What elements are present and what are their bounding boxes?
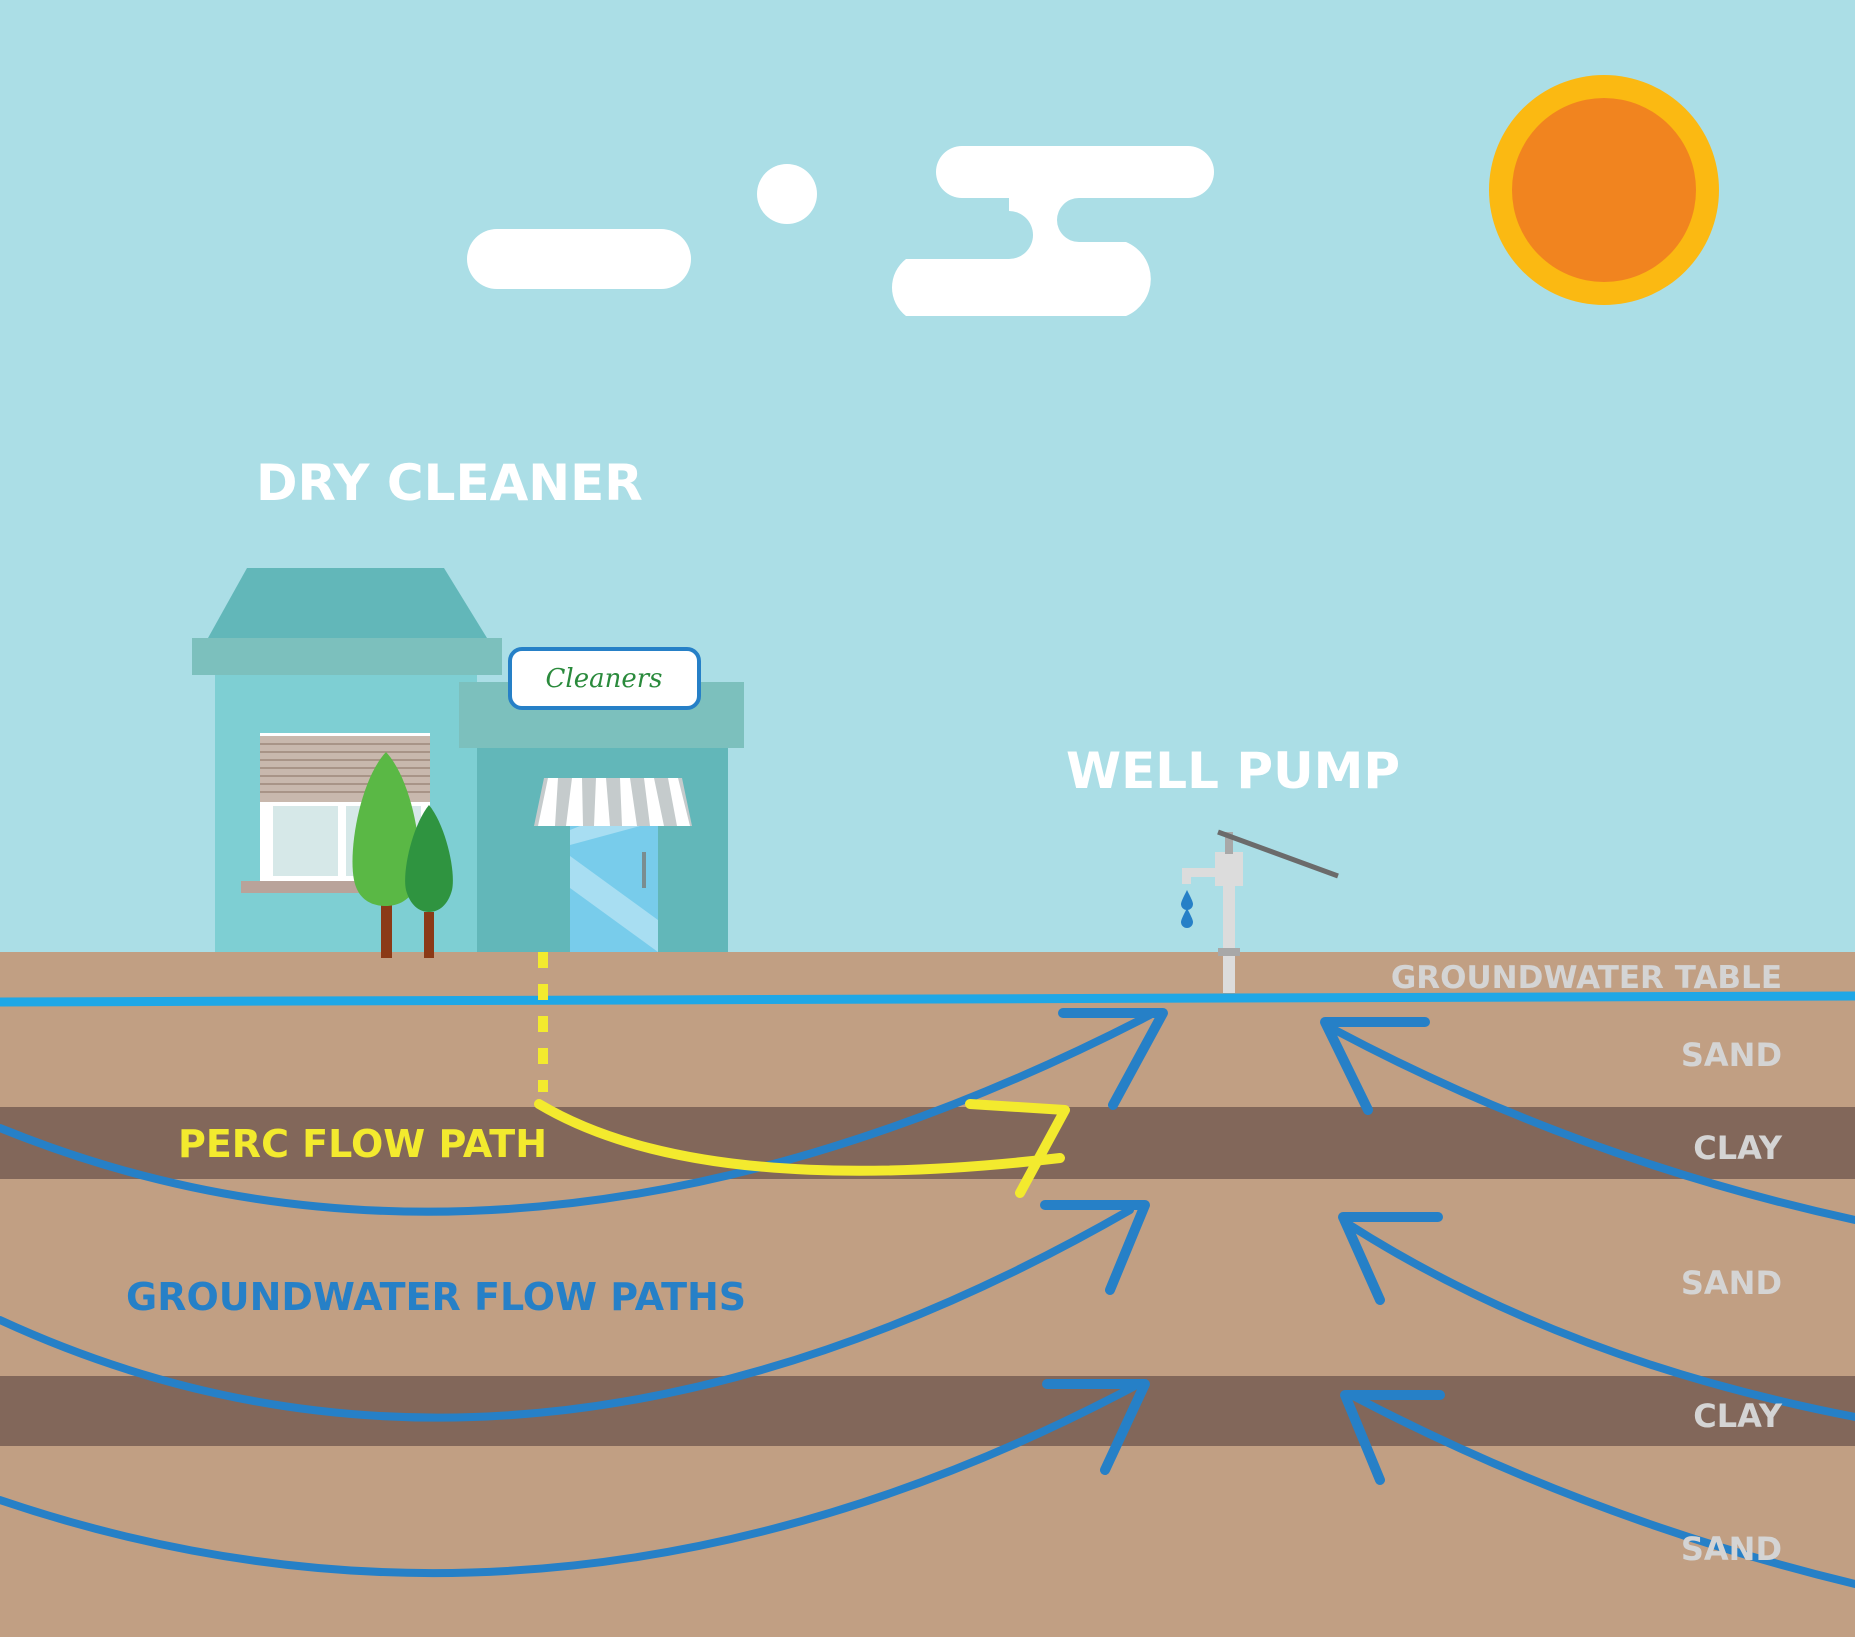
flow-path-right-2 <box>1341 1218 1855 1421</box>
layer-label-sand-3: SAND <box>1681 1530 1782 1568</box>
flow-arrowheads <box>1040 1008 1445 1485</box>
flow-path-left-3 <box>0 1382 1139 1577</box>
dry-cleaner-label: DRY CLEANER <box>256 454 643 512</box>
clay-layer-lower <box>0 1376 1855 1446</box>
perc-arrow-head-icon <box>965 1099 1070 1198</box>
arrow-head-icon <box>1058 1008 1168 1110</box>
perc-flow-path-label: PERC FLOW PATH <box>178 1122 547 1166</box>
ground <box>0 952 1855 1637</box>
arrow-head-icon <box>1338 1212 1443 1305</box>
perc-flow-path <box>534 952 1070 1198</box>
shop-sign: Cleaners <box>508 647 701 710</box>
groundwater-table-label: GROUNDWATER TABLE <box>1391 960 1782 996</box>
arrow-head-icon <box>1320 1017 1430 1115</box>
layer-label-clay-2: CLAY <box>1693 1397 1783 1435</box>
well-pump-label: WELL PUMP <box>1066 742 1400 800</box>
arrow-head-icon <box>1040 1200 1150 1295</box>
shop-door <box>570 826 658 952</box>
groundwater-flow-paths <box>0 1011 1855 1588</box>
layer-label-sand-1: SAND <box>1681 1036 1782 1074</box>
flow-path-left-1 <box>0 1011 1154 1216</box>
cloud-dot <box>757 164 817 224</box>
groundwater-table-line <box>0 991 1855 1007</box>
cloud-right <box>891 146 1214 316</box>
flow-path-right-1 <box>1331 1026 1855 1224</box>
cloud-left <box>467 229 691 289</box>
layer-label-sand-2: SAND <box>1681 1264 1782 1302</box>
arrow-head-icon <box>1042 1379 1150 1475</box>
tree-right <box>405 805 453 958</box>
shop-awning <box>534 778 692 826</box>
tree-left <box>352 752 420 958</box>
arrow-head-icon <box>1340 1390 1445 1485</box>
shop-sign-text: Cleaners <box>546 664 663 694</box>
flow-path-right-3 <box>1351 1393 1855 1588</box>
building-roof <box>208 568 487 638</box>
clouds <box>467 146 1214 316</box>
building-cornice <box>192 638 502 675</box>
water-drop-icon <box>1181 890 1193 910</box>
groundwater-flow-paths-label: GROUNDWATER FLOW PATHS <box>126 1275 746 1319</box>
sun-icon <box>1489 75 1719 305</box>
water-drop-icon <box>1181 908 1193 928</box>
dry-cleaner-building: Cleaners <box>192 568 744 958</box>
layer-label-clay-1: CLAY <box>1693 1129 1783 1167</box>
well-pump <box>1181 829 1339 993</box>
perc-flow-curve <box>534 1099 1065 1176</box>
flow-path-left-2 <box>0 1206 1134 1422</box>
